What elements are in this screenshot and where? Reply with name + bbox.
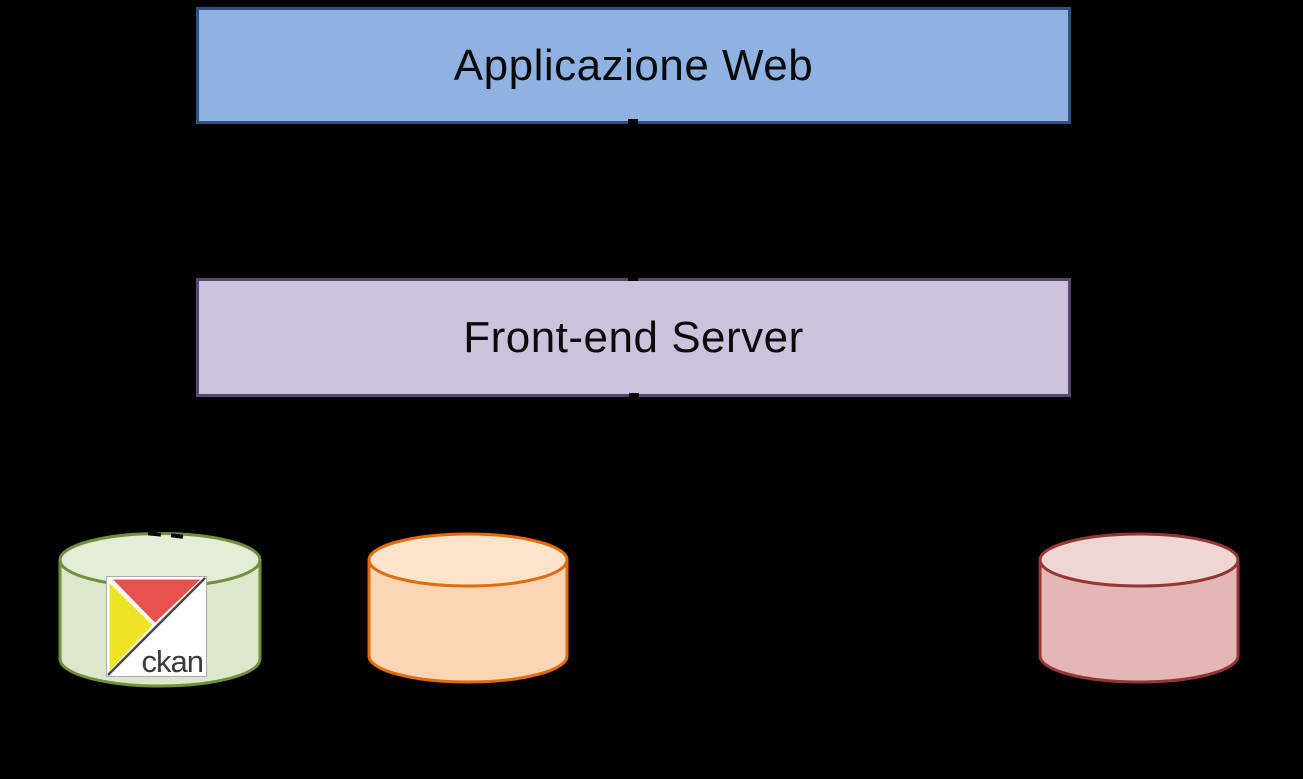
node-applicazione-web-label: Applicazione Web xyxy=(453,40,814,90)
node-frontend-server-label: Front-end Server xyxy=(463,312,804,362)
cylinder-top xyxy=(1038,532,1240,588)
ckan-logo-diagonal xyxy=(107,577,206,676)
node-applicazione-web: Applicazione Web xyxy=(196,7,1071,124)
database-cylinder-orange xyxy=(367,532,569,684)
connector-notch xyxy=(628,119,638,125)
cylinder-body xyxy=(1038,560,1240,684)
ckan-logo-icon: ckan xyxy=(106,576,207,677)
ckan-logo-text: ckan xyxy=(142,644,203,677)
ckan-logo-yellow-triangle xyxy=(109,583,153,671)
cylinder-body xyxy=(367,560,569,684)
node-frontend-server: Front-end Server xyxy=(196,278,1071,397)
ckan-logo-red-triangle xyxy=(113,579,201,623)
cylinder-top xyxy=(367,532,569,588)
database-cylinder-pink xyxy=(1038,532,1240,684)
connector-notch xyxy=(628,276,638,281)
connector-notch xyxy=(629,393,639,399)
